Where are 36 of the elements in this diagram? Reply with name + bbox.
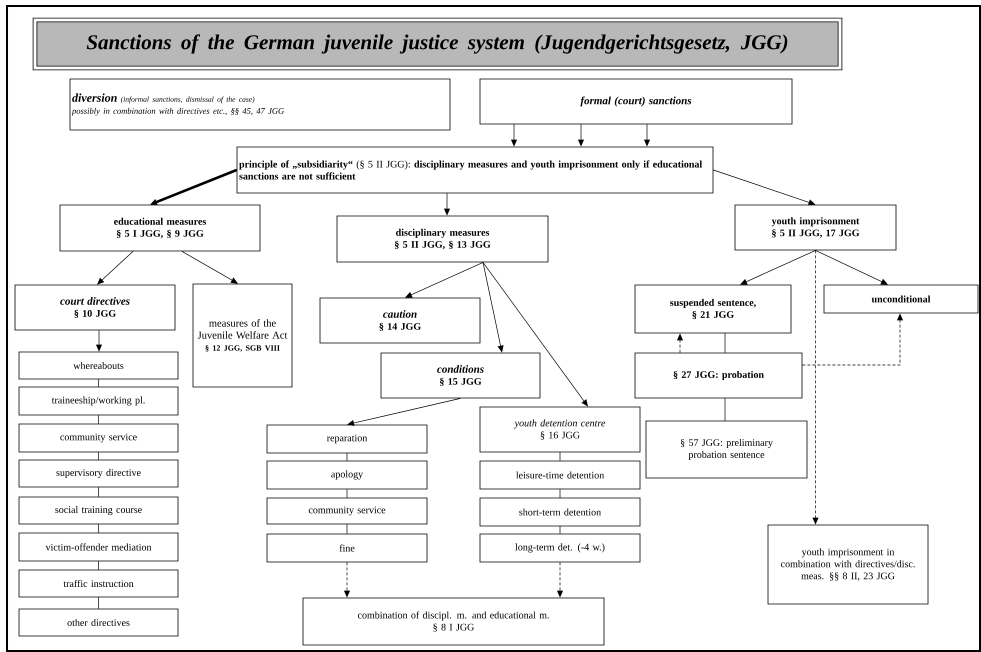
arrow [713, 170, 816, 206]
process-box: youth imprisonment § 5 II JGG, 17 JGG [734, 204, 896, 250]
arrow [405, 262, 484, 298]
process-box: fine [266, 534, 428, 562]
process-box: whereabouts [18, 352, 178, 380]
process-box: traffic instruction [18, 570, 178, 598]
text-box: principle of „subsidiarity“ (§ 5 II JGG): disciplinary measures and youth imprisonment only if educational sanctions are not sufficient [236, 146, 714, 194]
process-box: unconditional [824, 284, 978, 314]
process-box: traineeship/working pl. [18, 386, 178, 416]
process-box: combination of discipl. m. and educational m. § 8 I JGG [302, 598, 604, 646]
process-box: § 57 JGG: preliminary probation sentence [646, 420, 808, 478]
process-box: measures of the Juvenile Welfare Act § 12 JGG, SGB VIII [192, 284, 292, 388]
process-box: youth imprisonment in combination with directives/disc. meas. §§ 8 II, 23 JGG [768, 524, 928, 604]
process-box: long-term det. (-4 w.) [480, 534, 640, 562]
process-box: social training course [18, 496, 178, 524]
process-box: disciplinary measures § 5 II JGG, § 13 JGG [336, 216, 548, 262]
process-box: court directives § 10 JGG [14, 284, 176, 330]
process-box: caution § 14 JGG [320, 298, 480, 344]
process-box: conditions § 15 JGG [380, 352, 540, 398]
process-box: reparation [266, 424, 428, 454]
process-box: other directives [18, 608, 178, 636]
title-banner: Sanctions of the German juvenile justice system (Jugendgerichtsgesetz, JGG) [32, 18, 842, 70]
process-box: supervisory directive [18, 460, 178, 488]
process-box: educational measures § 5 I JGG, § 9 JGG [60, 204, 260, 252]
process-box: apology [266, 460, 428, 490]
process-box: § 27 JGG: probation [634, 352, 802, 398]
process-box: youth detention centre § 16 JGG [480, 406, 640, 452]
arrow [740, 250, 816, 285]
heading-box: formal (court) sanctions [480, 78, 792, 124]
process-box: leisure-time detention [480, 460, 640, 490]
process-box: victim-offender mediation [18, 532, 178, 562]
process-box: community service [266, 498, 428, 524]
process-box: suspended sentence, § 21 JGG [634, 284, 792, 334]
process-box: short-term detention [480, 498, 640, 526]
arrow [815, 250, 888, 285]
process-box: community service [18, 424, 178, 452]
